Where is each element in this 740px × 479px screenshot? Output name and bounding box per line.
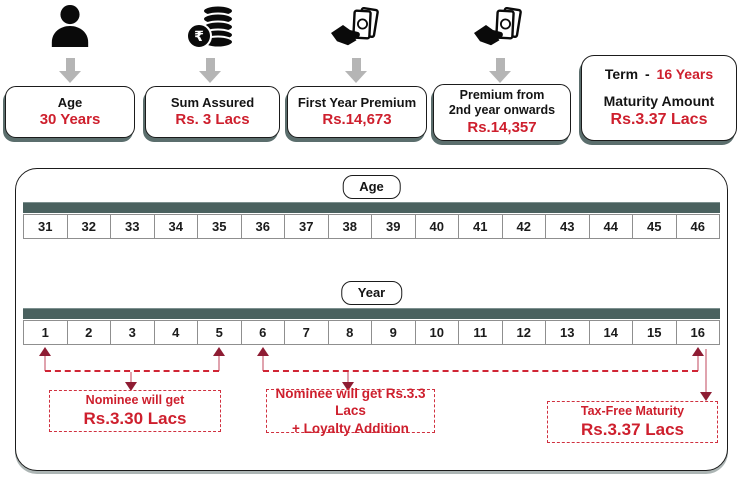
year-cell: 3 bbox=[110, 320, 155, 345]
svg-text:₹: ₹ bbox=[194, 29, 204, 45]
year-cell: 15 bbox=[632, 320, 677, 345]
maturity-value: Rs.3.37 Lacs bbox=[610, 111, 708, 128]
first-year-premium-value: Rs.14,673 bbox=[322, 110, 392, 128]
sum-assured-value: Rs. 3 Lacs bbox=[175, 110, 250, 128]
sum-assured-label: Sum Assured bbox=[170, 94, 255, 110]
maturity-label: Maturity Amount bbox=[603, 92, 715, 109]
age-cell: 40 bbox=[414, 214, 459, 239]
age-cell: 38 bbox=[327, 214, 372, 239]
year-cell: 6 bbox=[240, 320, 285, 345]
down-arrow-icon bbox=[199, 58, 221, 83]
down-arrow-icon bbox=[489, 58, 511, 83]
age-cell: 46 bbox=[675, 214, 720, 239]
year-cell: 11 bbox=[458, 320, 503, 345]
year-cell: 1 bbox=[23, 320, 68, 345]
note-line: Tax-Free Maturity bbox=[580, 403, 685, 418]
term-label: Term bbox=[604, 66, 639, 82]
up-arrow-icon bbox=[39, 347, 51, 356]
note-nominee-years-6-16: Nominee will get Rs.3.3 Lacs + Loyalty A… bbox=[266, 386, 435, 436]
up-arrow-icon bbox=[692, 347, 704, 356]
year-timeline-bar bbox=[23, 308, 720, 319]
year-cell: 16 bbox=[675, 320, 720, 345]
person-icon bbox=[51, 4, 89, 48]
renewal-premium-value: Rs.14,357 bbox=[467, 118, 537, 136]
down-arrow-icon bbox=[125, 382, 137, 391]
year-cell: 10 bbox=[414, 320, 459, 345]
rupee-coin-stack-icon: ₹ bbox=[186, 4, 234, 49]
year-cell: 7 bbox=[284, 320, 329, 345]
year-row-badge: Year bbox=[340, 281, 403, 305]
down-arrow-icon bbox=[345, 58, 367, 83]
renewal-premium-label-line1: Premium from bbox=[459, 87, 545, 102]
year-cell: 13 bbox=[545, 320, 590, 345]
connector-line bbox=[697, 356, 699, 371]
connector-line bbox=[347, 372, 349, 383]
note-line: + Loyalty Addition bbox=[292, 420, 409, 436]
first-year-premium-label: First Year Premium bbox=[297, 94, 417, 110]
note-line: Rs.3.37 Lacs bbox=[580, 420, 684, 440]
note-nominee-years-1-5: Nominee will get Rs.3.30 Lacs bbox=[49, 390, 221, 432]
age-cell: 32 bbox=[66, 214, 111, 239]
term-value: 16 Years bbox=[656, 66, 714, 82]
down-arrow-icon bbox=[59, 58, 81, 83]
age-cell: 31 bbox=[23, 214, 68, 239]
year-cell: 4 bbox=[153, 320, 198, 345]
age-cell: 35 bbox=[197, 214, 242, 239]
down-arrow-icon bbox=[342, 382, 354, 391]
age-cell: 44 bbox=[588, 214, 633, 239]
age-cell: 41 bbox=[458, 214, 503, 239]
age-timeline-bar bbox=[23, 202, 720, 213]
year-cell: 12 bbox=[501, 320, 546, 345]
hand-paying-note-icon bbox=[474, 7, 522, 46]
age-value: 30 Years bbox=[39, 110, 101, 128]
summary-card-sum-assured: Sum Assured Rs. 3 Lacs bbox=[145, 86, 280, 138]
note-line: Nominee will get Rs.3.3 Lacs bbox=[275, 385, 426, 419]
up-arrow-icon bbox=[213, 347, 225, 356]
age-cell: 43 bbox=[545, 214, 590, 239]
year-cell: 2 bbox=[66, 320, 111, 345]
year-cell: 14 bbox=[588, 320, 633, 345]
age-cell: 42 bbox=[501, 214, 546, 239]
year-cell: 8 bbox=[327, 320, 372, 345]
year-cell: 9 bbox=[371, 320, 416, 345]
age-cell: 45 bbox=[632, 214, 677, 239]
bracket-years-6-16 bbox=[263, 370, 698, 372]
up-arrow-icon bbox=[257, 347, 269, 356]
connector-line bbox=[130, 372, 132, 383]
age-cell: 39 bbox=[371, 214, 416, 239]
year-cell: 5 bbox=[197, 320, 242, 345]
age-row-badge: Age bbox=[342, 175, 401, 199]
summary-card-renewal-premium: Premium from 2nd year onwards Rs.14,357 bbox=[433, 84, 571, 141]
bracket-years-1-5 bbox=[45, 370, 219, 372]
connector-line bbox=[44, 356, 46, 371]
hand-paying-note-icon bbox=[331, 7, 379, 46]
age-cell: 36 bbox=[240, 214, 285, 239]
summary-card-age: Age 30 Years bbox=[5, 86, 135, 138]
summary-card-first-year-premium: First Year Premium Rs.14,673 bbox=[287, 86, 427, 138]
note-line: Rs.3.30 Lacs bbox=[83, 409, 187, 429]
connector-line bbox=[262, 356, 264, 371]
connector-line bbox=[218, 356, 220, 371]
summary-card-term-maturity: Term - 16 Years Maturity Amount Rs.3.37 … bbox=[581, 55, 737, 141]
down-arrow-icon bbox=[700, 392, 712, 401]
connector-line bbox=[705, 349, 707, 393]
renewal-premium-label-line2: 2nd year onwards bbox=[448, 103, 556, 118]
term-line: Term - 16 Years bbox=[605, 66, 713, 84]
note-tax-free-maturity: Tax-Free Maturity Rs.3.37 Lacs bbox=[547, 401, 718, 443]
term-dash: - bbox=[644, 66, 650, 82]
age-cell: 37 bbox=[284, 214, 329, 239]
age-cell: 34 bbox=[153, 214, 198, 239]
age-label: Age bbox=[57, 94, 83, 110]
age-cell: 33 bbox=[110, 214, 155, 239]
note-line: Nominee will get bbox=[85, 392, 185, 407]
